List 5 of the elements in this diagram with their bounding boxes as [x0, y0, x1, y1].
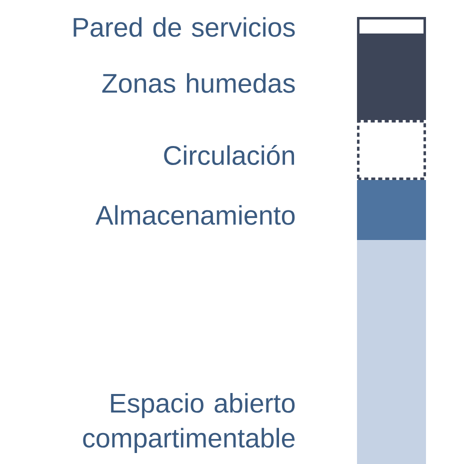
segment-label: Pared de servicios [74, 17, 295, 37]
segment-label: Almacenamiento [96, 205, 295, 225]
segment-label: Zonas humedas [102, 73, 295, 93]
segment-label: Espacio abierto compartimentable [83, 393, 295, 453]
segment-label: Circulación [164, 144, 294, 166]
